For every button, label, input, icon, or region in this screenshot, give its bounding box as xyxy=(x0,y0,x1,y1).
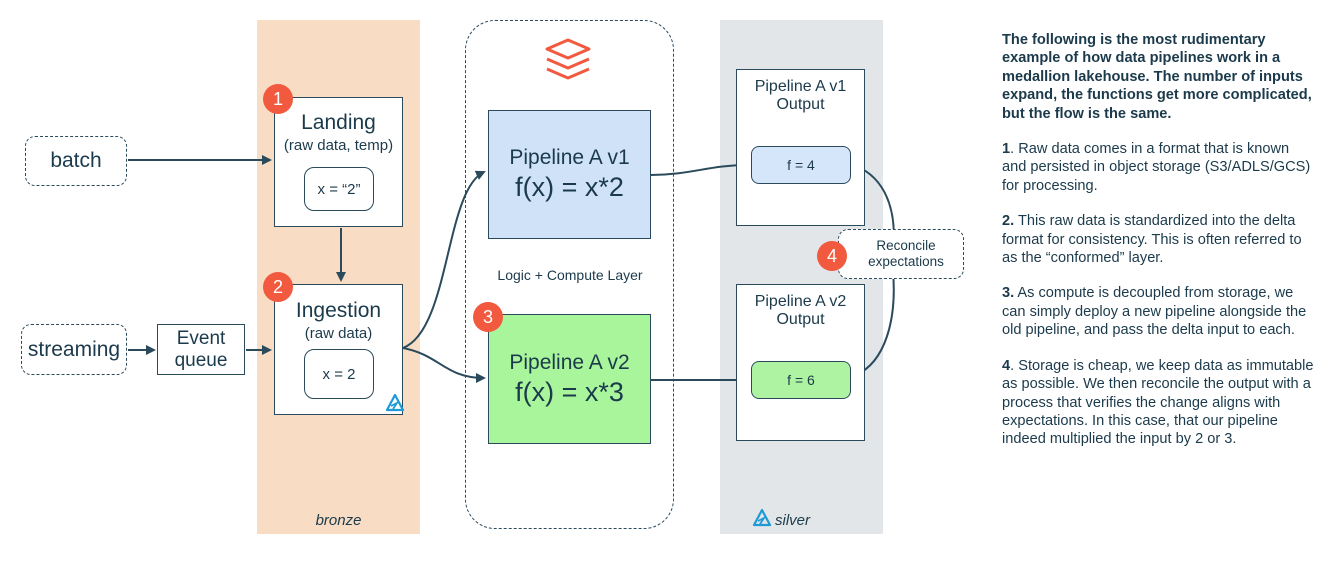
silver-label: silver xyxy=(775,512,811,529)
output-v2-title: Pipeline A v2 Output xyxy=(754,293,847,328)
event-queue-box: Event queue xyxy=(157,324,245,375)
reconcile-box: Reconcile expectations xyxy=(838,229,964,279)
ingestion-value: x = 2 xyxy=(304,349,374,399)
output-v1-value: f = 4 xyxy=(751,146,851,184)
step-3-badge: 3 xyxy=(473,302,503,332)
reconcile-label: Reconcile expectations xyxy=(868,238,944,269)
step-2-badge: 2 xyxy=(263,272,293,302)
output-v1-title: Pipeline A v1 Output xyxy=(754,78,847,113)
step-4-badge: 4 xyxy=(817,241,847,271)
databricks-logo-icon xyxy=(545,38,591,80)
note-4: 4. Storage is cheap, we keep data as imm… xyxy=(1002,357,1317,449)
pipeline-v2-box: Pipeline A v2 f(x) = x*3 xyxy=(488,314,651,444)
note-2-text: This raw data is standardized into the d… xyxy=(1002,213,1302,267)
landing-value: x = “2” xyxy=(304,167,374,211)
compute-layer-label: Logic + Compute Layer xyxy=(497,267,643,283)
note-3-number: 3. xyxy=(1002,285,1015,302)
ingestion-box: Ingestion (raw data) x = 2 xyxy=(274,284,405,415)
arrow-v1-to-output xyxy=(650,160,750,176)
pipeline-v1-box: Pipeline A v1 f(x) = x*2 xyxy=(488,110,651,239)
compute-layer-lane xyxy=(465,20,674,529)
note-1-text: . Raw data comes in a format that is kno… xyxy=(1002,141,1311,194)
ingestion-title: Ingestion xyxy=(295,299,382,322)
explanation-notes: The following is the most rudimentary ex… xyxy=(1002,31,1317,466)
event-queue-label: Event queue xyxy=(174,327,228,371)
pipeline-v1-formula: f(x) = x*2 xyxy=(515,172,624,202)
output-v2-value: f = 6 xyxy=(751,361,851,399)
bronze-label: bronze xyxy=(315,512,362,529)
note-1: 1. Raw data comes in a format that is kn… xyxy=(1002,140,1317,195)
delta-lake-icon xyxy=(385,393,405,412)
batch-source: batch xyxy=(25,136,127,186)
note-3: 3. As compute is decoupled from storage,… xyxy=(1002,284,1317,339)
note-3-text: As compute is decoupled from storage, we… xyxy=(1002,285,1307,339)
streaming-source: streaming xyxy=(21,324,127,375)
note-2: 2. This raw data is standardized into th… xyxy=(1002,212,1317,267)
pipeline-v1-title: Pipeline A v1 xyxy=(509,146,630,169)
pipeline-v2-title: Pipeline A v2 xyxy=(509,350,630,374)
pipeline-v2-formula: f(x) = x*3 xyxy=(515,376,624,407)
note-1-number: 1 xyxy=(1002,141,1011,158)
output-v1-box: Pipeline A v1 Output f = 4 xyxy=(736,69,865,226)
note-4-number: 4 xyxy=(1002,357,1011,374)
delta-lake-icon xyxy=(752,508,772,527)
note-4-text: . Storage is cheap, we keep data as immu… xyxy=(1002,357,1314,448)
output-v2-box: Pipeline A v2 Output f = 6 xyxy=(736,284,865,441)
step-1-badge: 1 xyxy=(263,84,293,114)
arrow-ingestion-to-v1 xyxy=(402,170,486,349)
ingestion-subtitle: (raw data) xyxy=(304,325,373,342)
streaming-label: streaming xyxy=(27,337,121,361)
batch-label: batch xyxy=(50,149,102,172)
notes-intro: The following is the most rudimentary ex… xyxy=(1002,32,1312,122)
note-2-number: 2. xyxy=(1002,213,1015,230)
arrow-ingestion-to-v2 xyxy=(402,347,486,383)
landing-box: Landing (raw data, temp) x = “2” xyxy=(274,97,403,227)
landing-title: Landing xyxy=(301,111,376,134)
landing-subtitle: (raw data, temp) xyxy=(283,137,394,154)
